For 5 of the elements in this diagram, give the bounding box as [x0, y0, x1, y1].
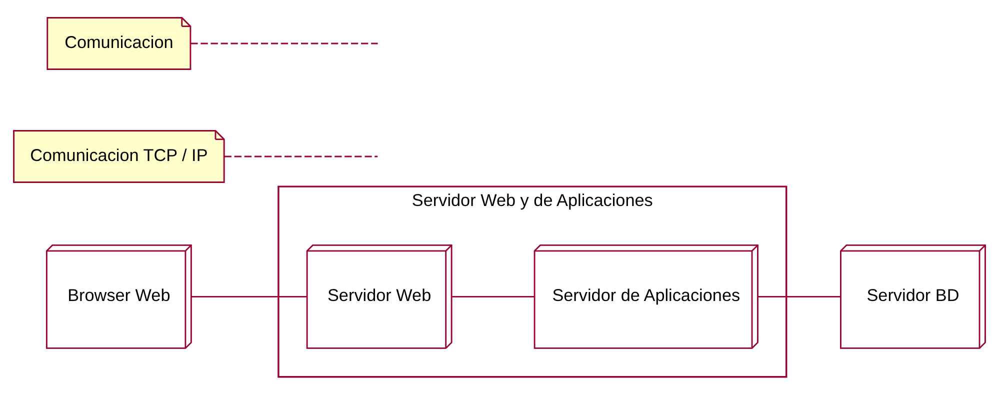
connector — [224, 155, 378, 157]
connector — [190, 42, 378, 44]
connector — [191, 296, 308, 297]
connector — [452, 296, 534, 297]
connector — [758, 296, 841, 297]
